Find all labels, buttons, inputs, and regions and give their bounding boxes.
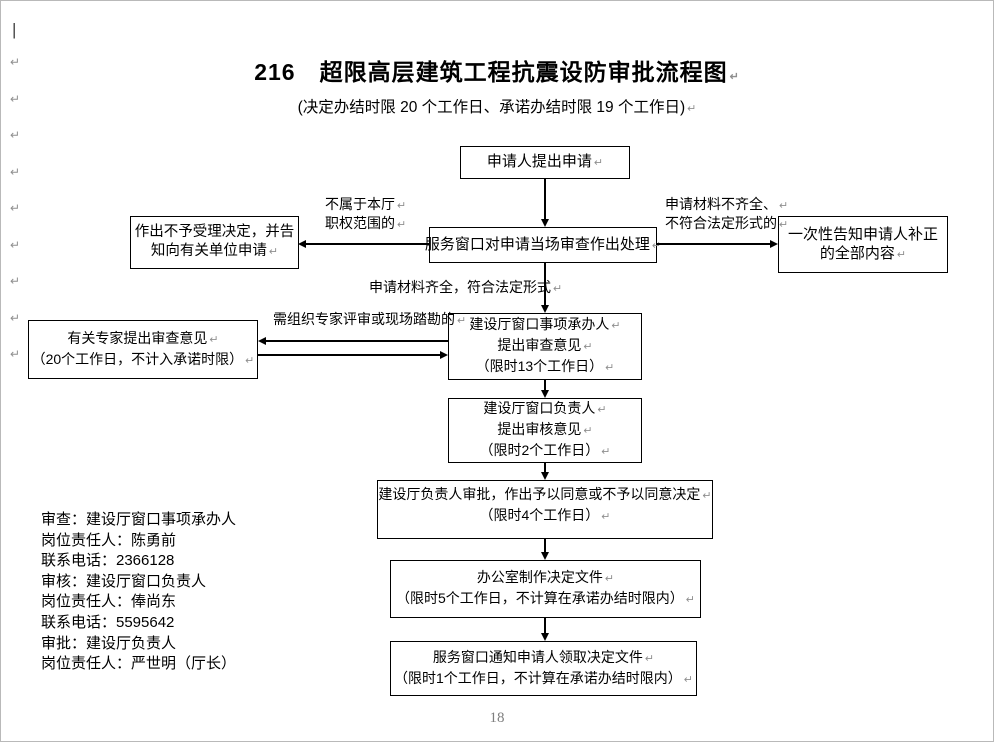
page-number: 18 — [489, 710, 505, 726]
box-text-line: 建设厅窗口负责人↵ — [483, 400, 607, 416]
paragraph-mark-icon: ↵ — [896, 248, 907, 261]
paragraph-mark-icon: ↵ — [268, 246, 279, 258]
label-materials-incomplete: 申请材料不齐全、↵ 不符合法定形式的↵ — [665, 196, 789, 231]
arrow-expert-to-undertaker — [258, 351, 448, 359]
paragraph-mark-icon: ↵ — [644, 652, 655, 665]
contact-line: 岗位责任人：陈勇前 — [41, 531, 177, 549]
paragraph-mark-icon: ↵ — [583, 341, 593, 353]
contact-info-block: 审查：建设厅窗口事项承办人 岗位责任人：陈勇前 联系电话：2366128 审核：… — [41, 510, 236, 675]
paragraph-mark-icon: ↵ — [604, 573, 615, 585]
flow-box-applicant-apply: 申请人提出申请↵ — [460, 146, 630, 179]
flow-box-department-leader-approval: 建设厅负责人审批，作出予以同意或不予以同意决定↵ （限时4个工作日）↵ — [377, 480, 713, 539]
arrow-undertaker-to-window-leader — [541, 380, 549, 398]
flow-box-undertaker-review-opinion: 建设厅窗口事项承办人↵ 提出审查意见↵ （限时13个工作日）↵ — [448, 313, 642, 380]
paragraph-mark-icon: ↵ — [729, 71, 740, 83]
paragraph-mark-icon: ↵ — [685, 594, 695, 606]
box-text-line: 服务窗口通知申请人领取决定文件↵ — [432, 648, 655, 665]
paragraph-mark-icon: ↵ — [597, 404, 607, 416]
box-text-line: （限时13个工作日）↵ — [475, 358, 615, 374]
arrow-window-to-onetime — [657, 240, 778, 248]
arrow-window-to-reject — [298, 240, 429, 248]
flow-box-onetime-correction-notice: 一次性告知申请人补正 的全部内容↵ — [778, 216, 948, 273]
box-text-line: 知向有关单位申请↵ — [150, 243, 279, 259]
paragraph-mark-icon: ↵ — [779, 200, 789, 212]
paragraph-mark-icon: ↵ — [10, 274, 21, 288]
label-not-in-jurisdiction: 不属于本厅↵ 职权范围的↵ — [325, 196, 407, 231]
arrow-apply-to-window — [541, 179, 549, 227]
flow-box-expert-review: 有关专家提出审查意见↵ （20个工作日，不计入承诺时限）↵ — [28, 320, 258, 379]
page-subtitle: (决定办结时限 20 个工作日、承诺办结时限 19 个工作日)↵ — [297, 99, 697, 116]
box-text-line: 建设厅窗口事项承办人↵ — [469, 316, 621, 332]
contact-line: 联系电话：2366128 — [41, 552, 175, 570]
box-text-line: （限时2个工作日）↵ — [479, 442, 611, 458]
paragraph-mark-icon: ↵ — [779, 219, 789, 231]
label-expert-review-needed: 需组织专家评审或现场踏勘的↵ — [273, 311, 467, 327]
contact-line: 审查：建设厅窗口事项承办人 — [41, 511, 237, 528]
paragraph-mark-icon: ↵ — [651, 239, 662, 252]
contact-line: 岗位责任人：严世明（厅长） — [41, 655, 237, 673]
box-text-line: （限时4个工作日）↵ — [479, 507, 611, 523]
paragraph-mark-icon: ↵ — [702, 490, 712, 502]
arrow-window-leader-to-dept-leader — [541, 463, 549, 480]
flow-box-office-make-decision-document: 办公室制作决定文件↵ （限时5个工作日，不计算在承诺办结时限内）↵ — [390, 560, 701, 618]
box-text-line: 一次性告知申请人补正 — [787, 225, 938, 243]
arrow-dept-leader-to-office — [541, 539, 549, 560]
box-text-line: 建设厅负责人审批，作出予以同意或不予以同意决定↵ — [378, 486, 712, 502]
paragraph-mark-icon: ↵ — [457, 315, 467, 327]
flow-box-notify-applicant-pickup: 服务窗口通知申请人领取决定文件↵ （限时1个工作日，不计算在承诺办结时限内）↵ — [390, 641, 697, 696]
page-title: 216 超限高层建筑工程抗震设防审批流程图↵ — [254, 59, 740, 85]
paragraph-mark-icon: ↵ — [683, 673, 693, 686]
box-text-line: 提出审查意见↵ — [497, 337, 593, 353]
arrow-window-to-undertaker — [541, 263, 549, 313]
arrow-office-to-notify — [541, 618, 549, 641]
box-text-line: 办公室制作决定文件↵ — [476, 569, 615, 585]
paragraph-mark-icon: ↵ — [583, 425, 593, 437]
paragraph-mark-icon: ↵ — [397, 200, 407, 212]
box-text-line: 作出不予受理决定，并告 — [134, 224, 295, 240]
paragraph-mark-icon: ↵ — [553, 283, 563, 295]
box-text-line: 有关专家提出审查意见↵ — [67, 329, 219, 346]
flow-box-reject-decision: 作出不予受理决定，并告 知向有关单位申请↵ — [130, 216, 299, 269]
margin-paragraph-marks: ↵ ↵ ↵ ↵ ↵ ↵ ↵ ↵ ↵ — [10, 55, 20, 361]
contact-line: 联系电话：5595642 — [41, 613, 175, 631]
flow-box-window-leader-audit: 建设厅窗口负责人↵ 提出审核意见↵ （限时2个工作日）↵ — [448, 398, 642, 463]
paragraph-mark-icon: ↵ — [593, 157, 604, 169]
paragraph-mark-icon: ↵ — [10, 201, 21, 215]
paragraph-mark-icon: ↵ — [687, 103, 697, 115]
paragraph-mark-icon: ↵ — [245, 354, 255, 367]
paragraph-mark-icon: ↵ — [10, 55, 21, 69]
paragraph-mark-icon: ↵ — [10, 237, 21, 252]
arrow-undertaker-to-expert — [258, 337, 448, 345]
box-text-line: 申请人提出申请↵ — [486, 153, 604, 170]
contact-line: 审核：建设厅窗口负责人 — [41, 572, 207, 590]
paragraph-mark-icon: ↵ — [397, 219, 407, 231]
box-text-line: （20个工作日，不计入承诺时限）↵ — [31, 350, 255, 367]
box-text-line: 服务窗口对申请当场审查作出处理↵ — [424, 235, 662, 253]
box-text-line: 提出审核意见↵ — [497, 421, 593, 437]
text-cursor: | — [12, 20, 17, 39]
box-text-line: （限时5个工作日，不计算在承诺办结时限内）↵ — [395, 590, 695, 606]
paragraph-mark-icon: ↵ — [209, 333, 219, 346]
paragraph-mark-icon: ↵ — [10, 128, 21, 142]
paragraph-mark-icon: ↵ — [10, 91, 21, 106]
flow-box-window-onsite-review: 服务窗口对申请当场审查作出处理↵ — [425, 227, 661, 263]
paragraph-mark-icon: ↵ — [611, 320, 621, 332]
paragraph-mark-icon: ↵ — [601, 446, 611, 458]
box-text-line: （限时1个工作日，不计算在承诺办结时限内）↵ — [393, 669, 693, 686]
paragraph-mark-icon: ↵ — [10, 164, 21, 179]
contact-line: 审批：建设厅负责人 — [41, 634, 177, 652]
paragraph-mark-icon: ↵ — [10, 347, 21, 361]
box-text-line: 的全部内容↵ — [819, 244, 907, 262]
paragraph-mark-icon: ↵ — [605, 362, 615, 374]
label-materials-complete: 申请材料齐全，符合法定形式↵ — [369, 279, 563, 295]
paragraph-mark-icon: ↵ — [10, 310, 21, 325]
contact-line: 岗位责任人：俸尚东 — [41, 593, 177, 611]
paragraph-mark-icon: ↵ — [601, 511, 611, 523]
